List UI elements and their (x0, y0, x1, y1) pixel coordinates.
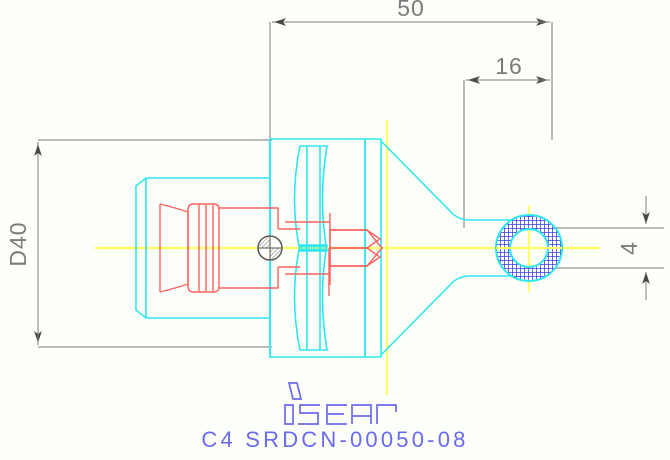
dim-label-head-length: 16 (495, 53, 523, 79)
logo-letter-c (326, 404, 347, 425)
lower-taper-edge (380, 275, 512, 356)
dimension-head-length: 16 (463, 53, 550, 228)
flute-lower-inner-lines (306, 245, 321, 350)
flute-upper-inner-lines (306, 146, 321, 251)
round-insert (495, 214, 563, 282)
section-quadrant-lower-right (270, 248, 282, 260)
logo-letter-r (376, 404, 397, 424)
section-quadrant-upper-left (258, 236, 270, 248)
bore-step-upper (219, 207, 279, 229)
head-block (364, 138, 382, 358)
upper-taper-edge (380, 140, 512, 221)
section-marker-circle (257, 235, 283, 261)
flute-end-caps (299, 244, 327, 252)
iscar-logo (284, 382, 397, 425)
dim-label-insert-thickness: 4 (616, 241, 642, 255)
flute-upper-outer (293, 145, 328, 252)
screw-seat-lower (329, 247, 382, 267)
logo-i-dot (287, 382, 303, 400)
screw-seat-upper (329, 229, 382, 249)
flute-lower-outer (293, 244, 328, 351)
dim-label-body-diameter: D40 (5, 221, 31, 266)
part-number-label: C4 SRDCN-00050-08 (201, 427, 468, 452)
screw-pocket-cone (330, 229, 383, 267)
logo-letter-s (298, 404, 320, 425)
dimension-overall-length: 50 (269, 0, 553, 140)
dim-label-overall-length: 50 (397, 0, 425, 21)
insert-hatch-fill (495, 215, 562, 281)
logo-letter-a (351, 404, 372, 424)
screw-pocket (329, 213, 383, 285)
dimension-body-diameter: D40 (5, 139, 272, 348)
centerlines (95, 120, 600, 395)
dimension-insert-thickness: 4 (548, 196, 664, 300)
logo-letter-i (284, 404, 294, 425)
bore-step-lower (219, 267, 279, 289)
collar-profile (187, 203, 220, 293)
